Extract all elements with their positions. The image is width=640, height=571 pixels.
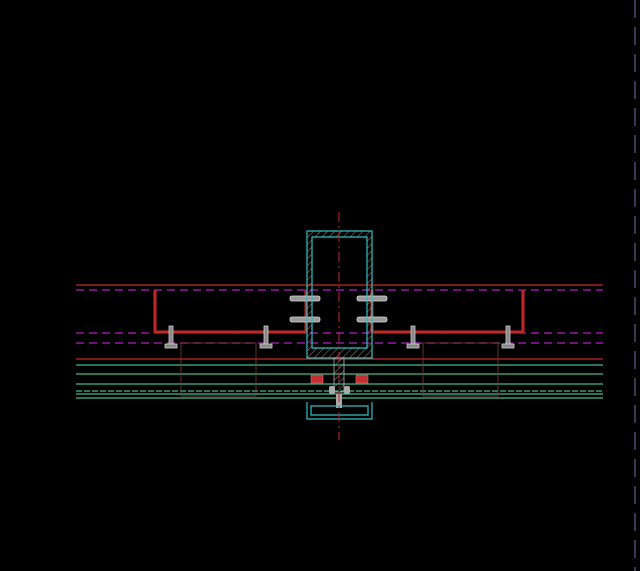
left-panel-outline bbox=[180, 342, 257, 397]
gaskets bbox=[310, 374, 369, 384]
right-panel-outline bbox=[422, 342, 499, 397]
steel-mullion-section bbox=[306, 230, 373, 359]
right-steel-channel bbox=[370, 290, 525, 334]
anchor-bolts bbox=[164, 325, 515, 349]
left-steel-channel bbox=[153, 290, 308, 334]
